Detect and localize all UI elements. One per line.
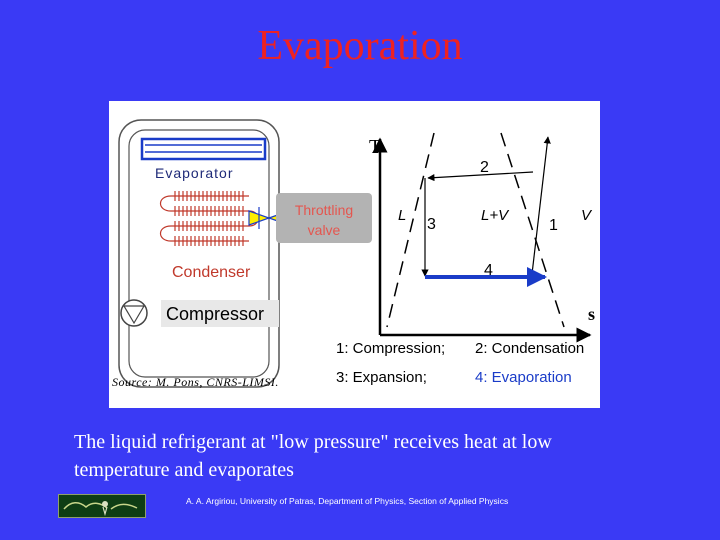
throttling-label-line1: Throttling bbox=[295, 202, 353, 218]
source-credit: Source: M. Pons, CNRS-LIMSI. bbox=[112, 375, 279, 389]
condenser-label: Condenser bbox=[172, 264, 251, 281]
compressor-label-box bbox=[161, 300, 279, 327]
point-4-label: 4 bbox=[484, 262, 493, 279]
throttling-label-line2: valve bbox=[308, 222, 341, 238]
point-3-label: 3 bbox=[427, 216, 436, 233]
region-vapor-label: V bbox=[581, 207, 593, 224]
cycle-diagram-svg: Evaporator Throttling valve Condenser Co… bbox=[112, 119, 595, 389]
refrigeration-cycle-figure: Evaporator Throttling valve Condenser Co… bbox=[109, 101, 600, 408]
process-2-line bbox=[427, 171, 534, 182]
legend-compression: 1: Compression; bbox=[336, 340, 445, 357]
saturated-vapor-line bbox=[500, 132, 565, 328]
slide-title: Evaporation bbox=[257, 23, 463, 69]
compressor-label: Compressor bbox=[166, 304, 264, 324]
evaporator-label: Evaporator bbox=[155, 165, 233, 181]
legend-condensation: 2: Condensation bbox=[475, 340, 584, 357]
university-logo bbox=[58, 494, 146, 518]
slide-caption: The liquid refrigerant at "low pressure"… bbox=[74, 428, 674, 484]
axis-s-label: s bbox=[588, 304, 595, 324]
region-mixture-label: L+V bbox=[481, 207, 510, 224]
caption-line-1: The liquid refrigerant at "low pressure"… bbox=[74, 431, 552, 453]
saturated-liquid-line bbox=[386, 132, 435, 328]
point-1-label: 1 bbox=[549, 217, 558, 234]
caption-line-2: temperature and evaporates bbox=[74, 459, 294, 481]
circuit-outer-loop bbox=[118, 119, 280, 388]
axis-t-label: T bbox=[369, 136, 381, 158]
region-liquid-label: L bbox=[398, 207, 406, 224]
footer-credit: A. A. Argiriou, University of Patras, De… bbox=[186, 496, 509, 506]
point-2-label: 2 bbox=[480, 159, 489, 176]
throttling-valve-label-box bbox=[276, 193, 372, 243]
legend-expansion: 3: Expansion; bbox=[336, 369, 427, 386]
process-1-line bbox=[531, 136, 551, 275]
legend-evaporation: 4: Evaporation bbox=[475, 369, 572, 386]
circuit-inner-loop bbox=[128, 129, 270, 378]
condenser-coil bbox=[159, 191, 259, 246]
evaporator-coil bbox=[140, 137, 267, 161]
